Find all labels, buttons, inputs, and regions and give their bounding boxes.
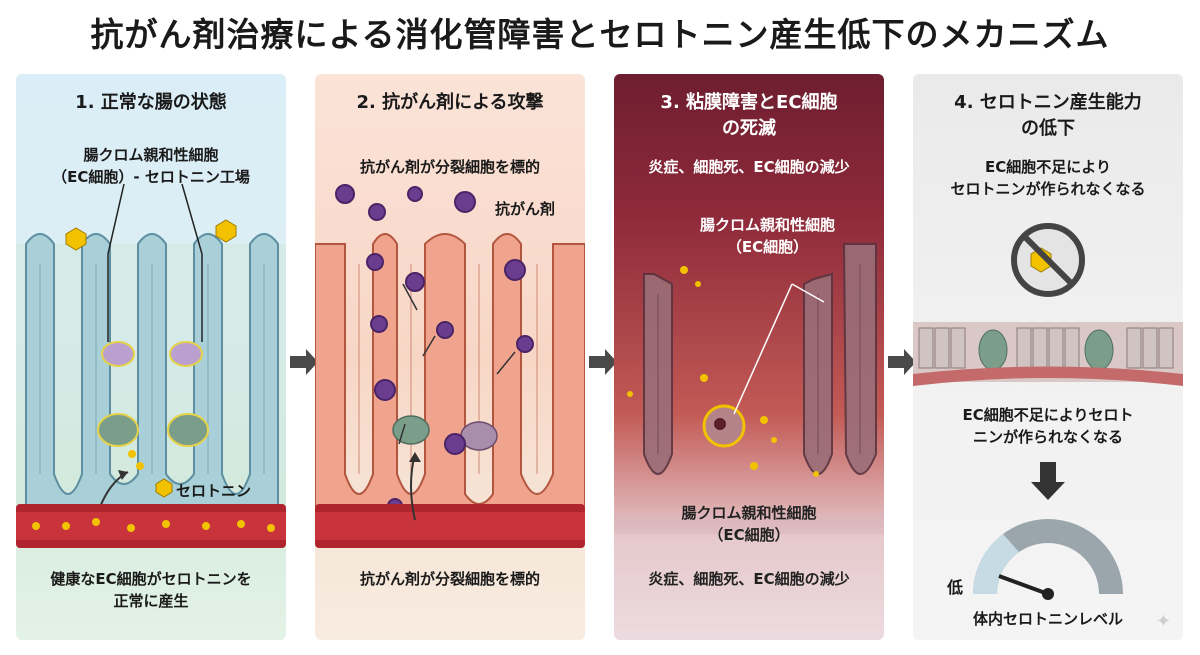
ec-cell-label-bottom: 腸クロム親和性細胞 （EC細胞） — [681, 504, 817, 544]
ec-cell-label: 腸クロム親和性細胞 （EC細胞）- セロトニン工場 — [52, 146, 250, 186]
panel-3-caption: 炎症、細胞死、EC細胞の減少 — [648, 570, 850, 588]
drug-label: 抗がん剤 — [495, 200, 556, 218]
damaged-villi-illustration — [614, 243, 884, 534]
arrow-right-icon — [290, 349, 318, 375]
ec-cell-purple-right — [169, 341, 203, 367]
panel-4-heading: 4. セロトニン産生能力 の低下 — [954, 92, 1142, 139]
panel-reduced-production: 4. セロトニン産生能力 の低下 EC細胞不足により セロトニンが作られなくなる — [913, 74, 1183, 640]
prohibited-icon — [1011, 223, 1085, 297]
panel-4-middle-text: EC細胞不足によりセロト ニンが作られなくなる — [962, 406, 1134, 446]
panel-2-subtitle: 抗がん剤が分裂細胞を標的 — [359, 158, 540, 176]
gauge-low-label: 低 — [947, 578, 964, 597]
chemo-villi-illustration — [315, 184, 585, 548]
sparkle-icon: ✦ — [1155, 611, 1171, 632]
ec-cell-green-left — [97, 413, 139, 447]
ec-cell-purple-left — [101, 341, 135, 367]
panel-4-subtitle: EC細胞不足により セロトニンが作られなくなる — [950, 158, 1146, 198]
panel-3-subtitle: 炎症、細胞死、EC細胞の減少 — [648, 158, 850, 176]
panel-chemo-attack: 2. 抗がん剤による攻撃 抗がん剤が分裂細胞を標的 抗がん剤 抗がん剤が分裂細胞… — [315, 74, 585, 640]
panel-1-heading: 1. 正常な腸の状態 — [75, 92, 227, 113]
normal-villi-illustration — [16, 183, 286, 548]
ec-cell-label-top: 腸クロム親和性細胞 （EC細胞） — [700, 216, 836, 256]
ec-cell-green-right — [167, 413, 209, 447]
serotonin-label: セロトニン — [176, 482, 252, 500]
panel-1-caption: 健康なEC細胞がセロトニンを 正常に産生 — [50, 570, 252, 610]
panel-2-heading: 2. 抗がん剤による攻撃 — [356, 92, 544, 113]
reduced-production-illustration — [913, 223, 1183, 600]
panel-3-heading: 3. 粘膜障害とEC細胞 の死滅 — [660, 92, 838, 139]
arrow-right-icon — [888, 349, 916, 375]
panel-mucosal-damage: 3. 粘膜障害とEC細胞 の死滅 炎症、細胞死、EC細胞の減少 腸クロム親和性細… — [614, 74, 884, 640]
panel-normal-intestine: 1. 正常な腸の状態 腸クロム親和性細胞 （EC細胞）- セロトニン工場 — [16, 74, 286, 640]
panel-2-caption: 抗がん剤が分裂細胞を標的 — [359, 570, 540, 588]
gauge-label: 体内セロトニンレベル — [972, 610, 1123, 628]
arrow-right-icon — [589, 349, 617, 375]
page-title: 抗がん剤治療による消化管障害とセロトニン産生低下のメカニズム — [90, 15, 1110, 54]
gauge-icon — [973, 519, 1123, 600]
down-arrow-icon — [1031, 462, 1065, 500]
